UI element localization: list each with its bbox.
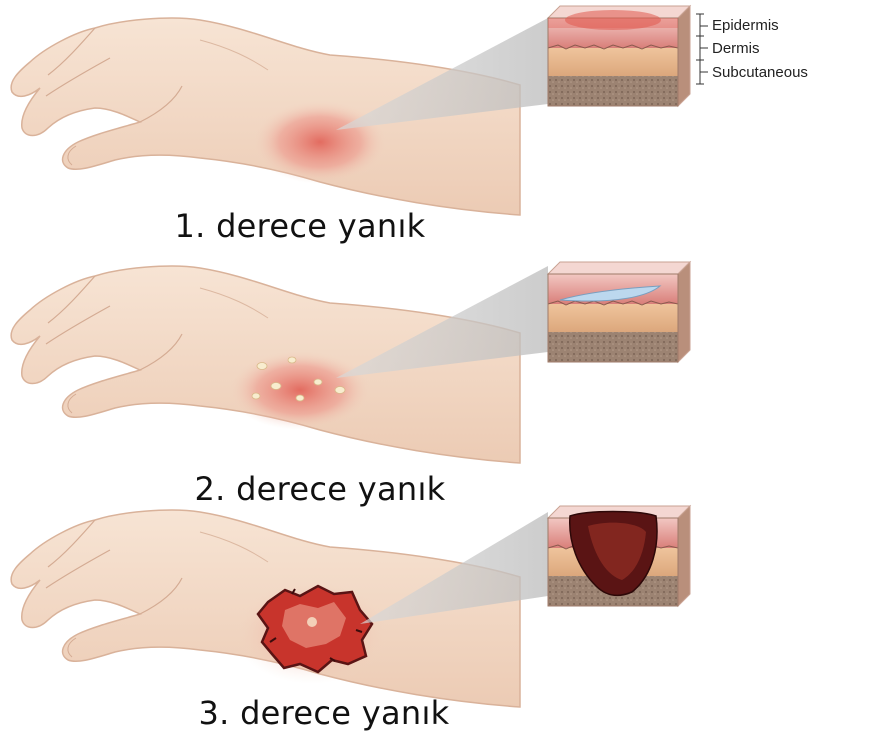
skin-cross-section-2 [548, 262, 690, 362]
caption-first-degree: 1. derece yanık [20, 207, 580, 245]
skin-cross-section-1 [548, 6, 690, 106]
caption-third-degree: 3. derece yanık [44, 694, 604, 732]
panel-1-illustration [11, 6, 708, 215]
label-dermis: Dermis [712, 40, 760, 57]
panel-3-illustration [11, 506, 690, 707]
caption-second-degree: 2. derece yanık [40, 470, 600, 508]
skin-cross-section-3 [548, 506, 690, 606]
second-degree-burn-area [228, 350, 372, 430]
label-subcutaneous: Subcutaneous [712, 64, 808, 81]
panel-2-illustration [11, 262, 690, 463]
label-epidermis: Epidermis [712, 17, 779, 34]
layer-bracket [696, 14, 708, 84]
first-degree-burn-area [252, 100, 388, 184]
